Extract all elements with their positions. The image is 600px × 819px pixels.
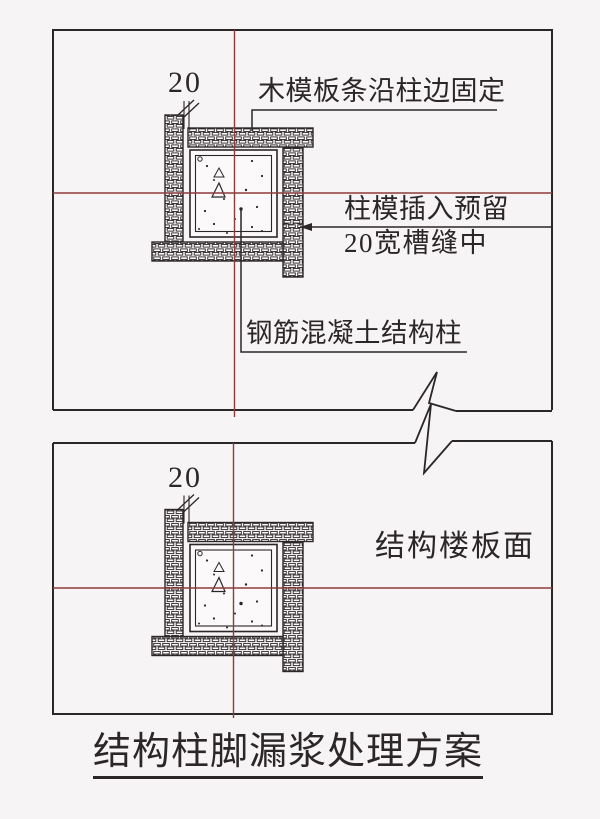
drawing-title: 结构柱脚漏浆处理方案 — [93, 733, 484, 779]
panel-top-frame — [52, 29, 553, 412]
dimension-20-top: 20 — [168, 66, 202, 99]
label-slab-surface: 结构楼板面 — [375, 530, 535, 563]
dimension-20-bottom: 20 — [168, 461, 202, 494]
leader-rc-column — [240, 210, 467, 353]
label-rc-column: 钢筋混凝土结构柱 — [246, 318, 462, 348]
leader-lines — [240, 109, 552, 353]
column-section-top — [151, 99, 314, 278]
label-insert-line1: 柱模插入预留 — [344, 194, 509, 224]
label-insert-line2: 20宽槽缝中 — [344, 228, 488, 258]
strip-break-wave — [282, 222, 304, 226]
label-formwork-strip: 木模板条沿柱边固定 — [258, 76, 506, 106]
break-symbol — [412, 371, 457, 476]
axis-lines — [53, 30, 552, 718]
leader-arrowhead — [300, 223, 312, 231]
column-section-bottom — [151, 493, 314, 673]
leader-formwork-strip — [251, 109, 497, 131]
